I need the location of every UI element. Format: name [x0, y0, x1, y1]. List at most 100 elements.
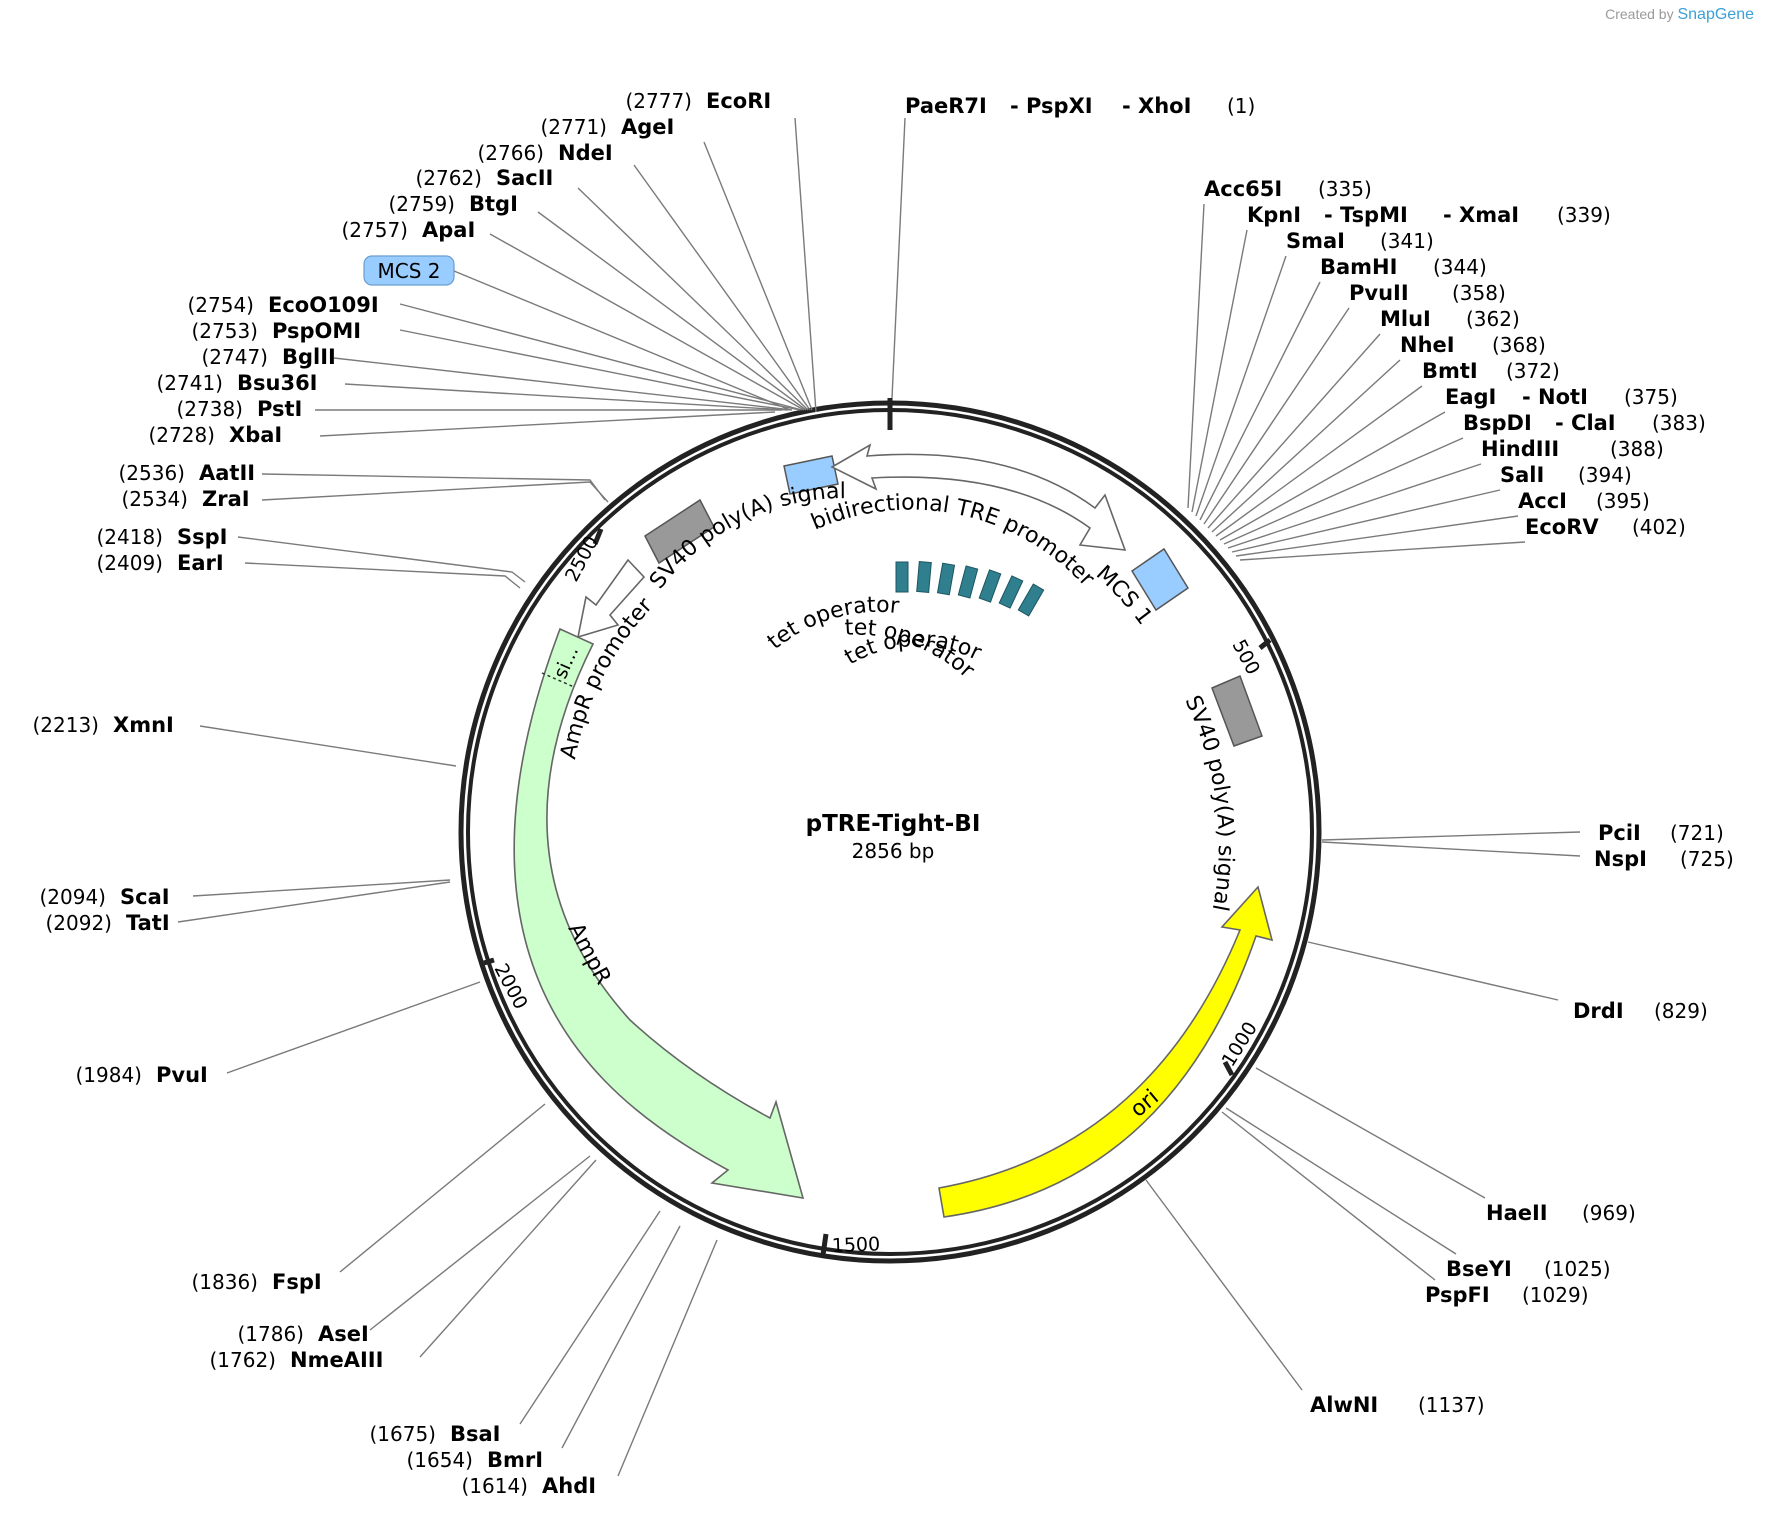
ampr-promoter-arrow — [576, 558, 646, 639]
site-nmeaiii: NmeAIII — [290, 1348, 383, 1372]
site-zrai: ZraI — [202, 487, 250, 511]
site-pcii: PciI — [1598, 821, 1641, 845]
site-drdi: DrdI — [1573, 999, 1624, 1023]
site-scai: ScaI — [120, 885, 170, 909]
pos-bglii: (2747) — [201, 345, 268, 369]
pos-alwni: (1137) — [1418, 1393, 1485, 1417]
site-xbai: XbaI — [229, 423, 282, 447]
site-noti: - NotI — [1522, 385, 1588, 409]
tick-marks — [483, 398, 1272, 1256]
pos-xmni: (2213) — [32, 713, 99, 737]
site-sacii: SacII — [496, 166, 553, 190]
pos-agei: (2771) — [540, 115, 607, 139]
pos-bspdi: (383) — [1652, 411, 1706, 435]
plasmid-name: pTRE-Tight-BI — [806, 811, 981, 837]
credit-prefix: Created by — [1605, 6, 1674, 22]
site-nspi: NspI — [1594, 847, 1647, 871]
pos-mlui: (362) — [1466, 307, 1520, 331]
pos-xbai: (2728) — [148, 423, 215, 447]
pos-nspi: (725) — [1680, 847, 1734, 871]
pos-bseyi: (1025) — [1544, 1257, 1611, 1281]
pos-psti: (2738) — [176, 397, 243, 421]
site-bseyi: BseYI — [1446, 1257, 1512, 1281]
ori-arrow — [938, 885, 1274, 1218]
site-ndei: NdeI — [558, 141, 613, 165]
site-xmai: - XmaI — [1443, 203, 1519, 227]
site-eagi: EagI — [1445, 385, 1496, 409]
mcs2-label: MCS 2 — [378, 259, 441, 283]
pos-ecoo109i: (2754) — [187, 293, 254, 317]
tick-1500: 1500 — [831, 1233, 880, 1257]
pos-scai: (2094) — [39, 885, 106, 909]
site-agei: AgeI — [621, 115, 674, 139]
site-ahdi: AhdI — [542, 1474, 596, 1498]
site-clai: - ClaI — [1555, 411, 1616, 435]
pos-nhei: (368) — [1492, 333, 1546, 357]
site-fspi: FspI — [272, 1270, 322, 1294]
pos-sspi: (2418) — [96, 525, 163, 549]
site-pspfi: PspFI — [1425, 1283, 1490, 1307]
pos-bsu36i: (2741) — [156, 371, 223, 395]
pos-btgi: (2759) — [388, 192, 455, 216]
site-sali: SalI — [1500, 463, 1544, 487]
pos-fspi: (1836) — [191, 1270, 258, 1294]
tet-operator-blocks — [895, 560, 1045, 617]
site-top-pos: (1) — [1227, 94, 1255, 118]
pos-ndei: (2766) — [477, 141, 544, 165]
pos-pvui: (1984) — [75, 1063, 142, 1087]
pos-nmeaiii: (1762) — [209, 1348, 276, 1372]
ampr-body — [513, 627, 805, 1199]
site-nhei: NheI — [1400, 333, 1455, 357]
site-hindiii: HindIII — [1481, 437, 1559, 461]
sv40-polya-right-block — [1211, 674, 1263, 747]
site-ecori: EcoRI — [706, 89, 771, 113]
pos-ecorv: (402) — [1632, 515, 1686, 539]
site-acc65i: Acc65I — [1204, 177, 1282, 201]
site-labels: PaeR7I - PspXI - XhoI (1) (2777) EcoRI (… — [32, 89, 1733, 1498]
site-haeii: HaeII — [1486, 1201, 1548, 1225]
tick-500: 500 — [1228, 636, 1264, 678]
site-paer7i: PaeR7I — [905, 94, 987, 118]
site-ecoo109i: EcoO109I — [268, 293, 379, 317]
site-xhoi: - XhoI — [1122, 94, 1191, 118]
site-pspxi: - PspXI — [1010, 94, 1093, 118]
pos-pcii: (721) — [1670, 821, 1724, 845]
pos-acci: (395) — [1596, 489, 1650, 513]
pos-eagi: (375) — [1624, 385, 1678, 409]
site-xmni: XmnI — [113, 713, 174, 737]
pos-drdi: (829) — [1654, 999, 1708, 1023]
pos-bmri: (1654) — [406, 1448, 473, 1472]
site-psti: PstI — [257, 397, 302, 421]
site-apai: ApaI — [422, 218, 475, 242]
site-alwni: AlwNI — [1310, 1393, 1378, 1417]
pos-ahdi: (1614) — [461, 1474, 528, 1498]
pos-smai: (341) — [1380, 229, 1434, 253]
site-bsu36i: Bsu36I — [237, 371, 318, 395]
pos-acc65i: (335) — [1318, 177, 1372, 201]
site-bglii: BglII — [282, 345, 336, 369]
pos-bmti: (372) — [1506, 359, 1560, 383]
pos-kpni: (339) — [1557, 203, 1611, 227]
bidirectional-promoter-arrow — [830, 443, 1127, 551]
site-bspdi: BspDI — [1463, 411, 1532, 435]
mcs2-callout: MCS 2 — [363, 255, 791, 411]
pos-zrai: (2534) — [121, 487, 188, 511]
pos-sacii: (2762) — [415, 166, 482, 190]
pos-asei: (1786) — [237, 1322, 304, 1346]
mcs1-block — [1130, 547, 1190, 612]
site-leaders — [177, 117, 1581, 1477]
site-pvui: PvuI — [156, 1063, 208, 1087]
site-bsai: BsaI — [450, 1422, 501, 1446]
site-sspi: SspI — [177, 525, 227, 549]
pos-haeii: (969) — [1582, 1201, 1636, 1225]
site-mlui: MluI — [1380, 307, 1431, 331]
site-tati: TatI — [126, 911, 170, 935]
site-pvuii: PvuII — [1349, 281, 1409, 305]
site-smai: SmaI — [1286, 229, 1345, 253]
pos-apai: (2757) — [341, 218, 408, 242]
pos-pspfi: (1029) — [1522, 1283, 1589, 1307]
pos-pvuii: (358) — [1452, 281, 1506, 305]
site-acci: AccI — [1518, 489, 1567, 513]
pos-tati: (2092) — [45, 911, 112, 935]
